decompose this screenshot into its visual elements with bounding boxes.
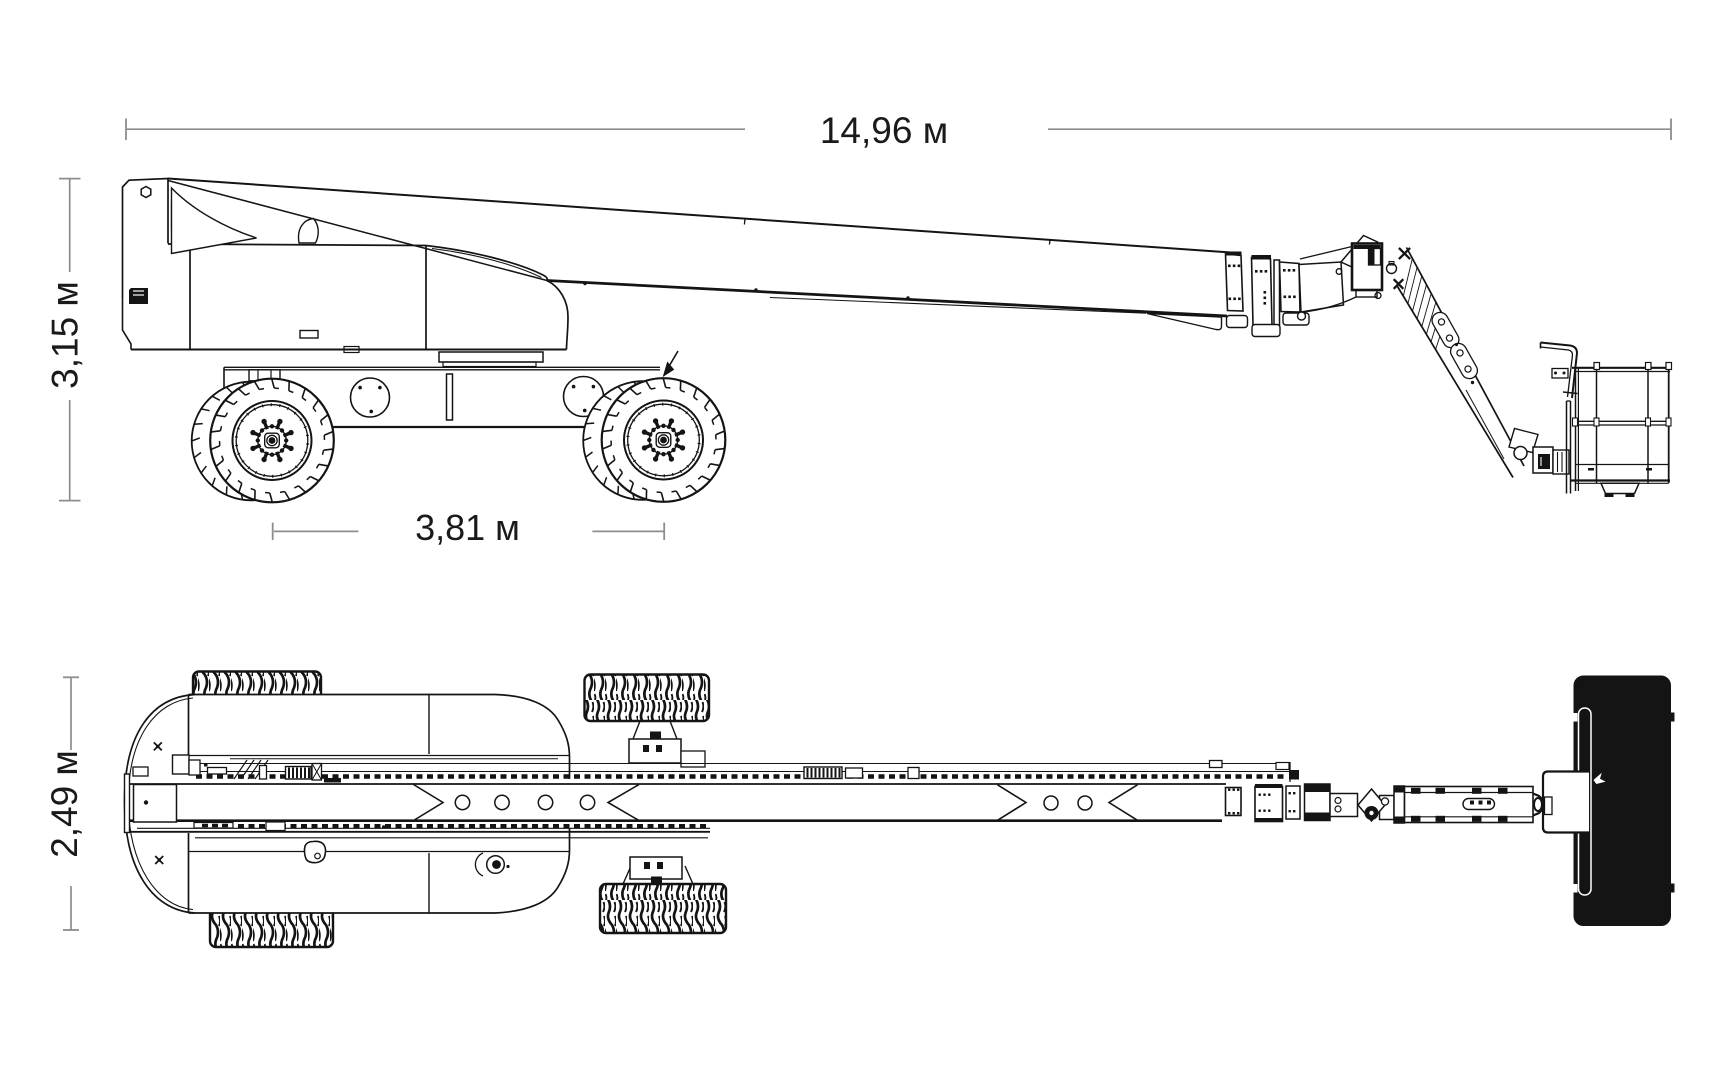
svg-text:14,96 м: 14,96 м	[820, 110, 948, 151]
svg-text:3,15 м: 3,15 м	[45, 281, 86, 389]
svg-text:2,49 м: 2,49 м	[44, 750, 85, 858]
svg-text:3,81 м: 3,81 м	[415, 507, 520, 548]
